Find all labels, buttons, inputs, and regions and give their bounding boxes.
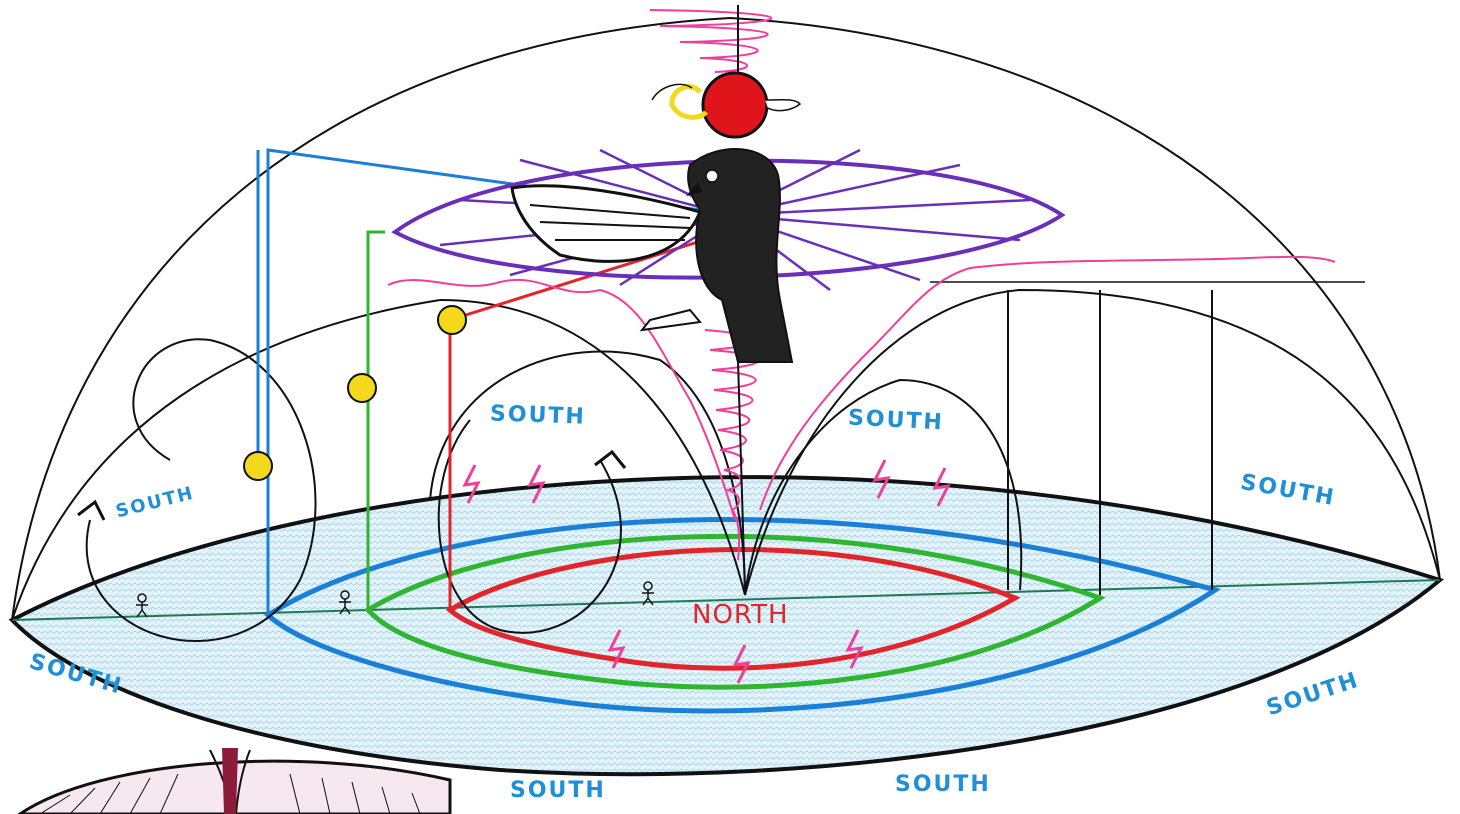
label-north-center: NORTH [692, 600, 789, 630]
label-south-bottom-right: SOUTH [895, 772, 991, 797]
sun-icon [348, 374, 376, 402]
falcon-god-icon [512, 149, 792, 362]
label-south-bottom-left: SOUTH [510, 778, 606, 803]
crown-horn-icon [765, 100, 800, 111]
loop-arrow-center-icon [595, 452, 625, 468]
sun-disc-icon [703, 73, 767, 137]
label-south-mid-right: SOUTH [847, 406, 944, 436]
sun-icon [244, 452, 272, 480]
uraeus-cobra-icon [672, 87, 706, 118]
sun-icon [438, 306, 466, 334]
loop-arrow-left-icon [78, 502, 104, 520]
label-south-mid-left: SOUTH [490, 401, 587, 429]
pink-vortex [388, 10, 1335, 560]
